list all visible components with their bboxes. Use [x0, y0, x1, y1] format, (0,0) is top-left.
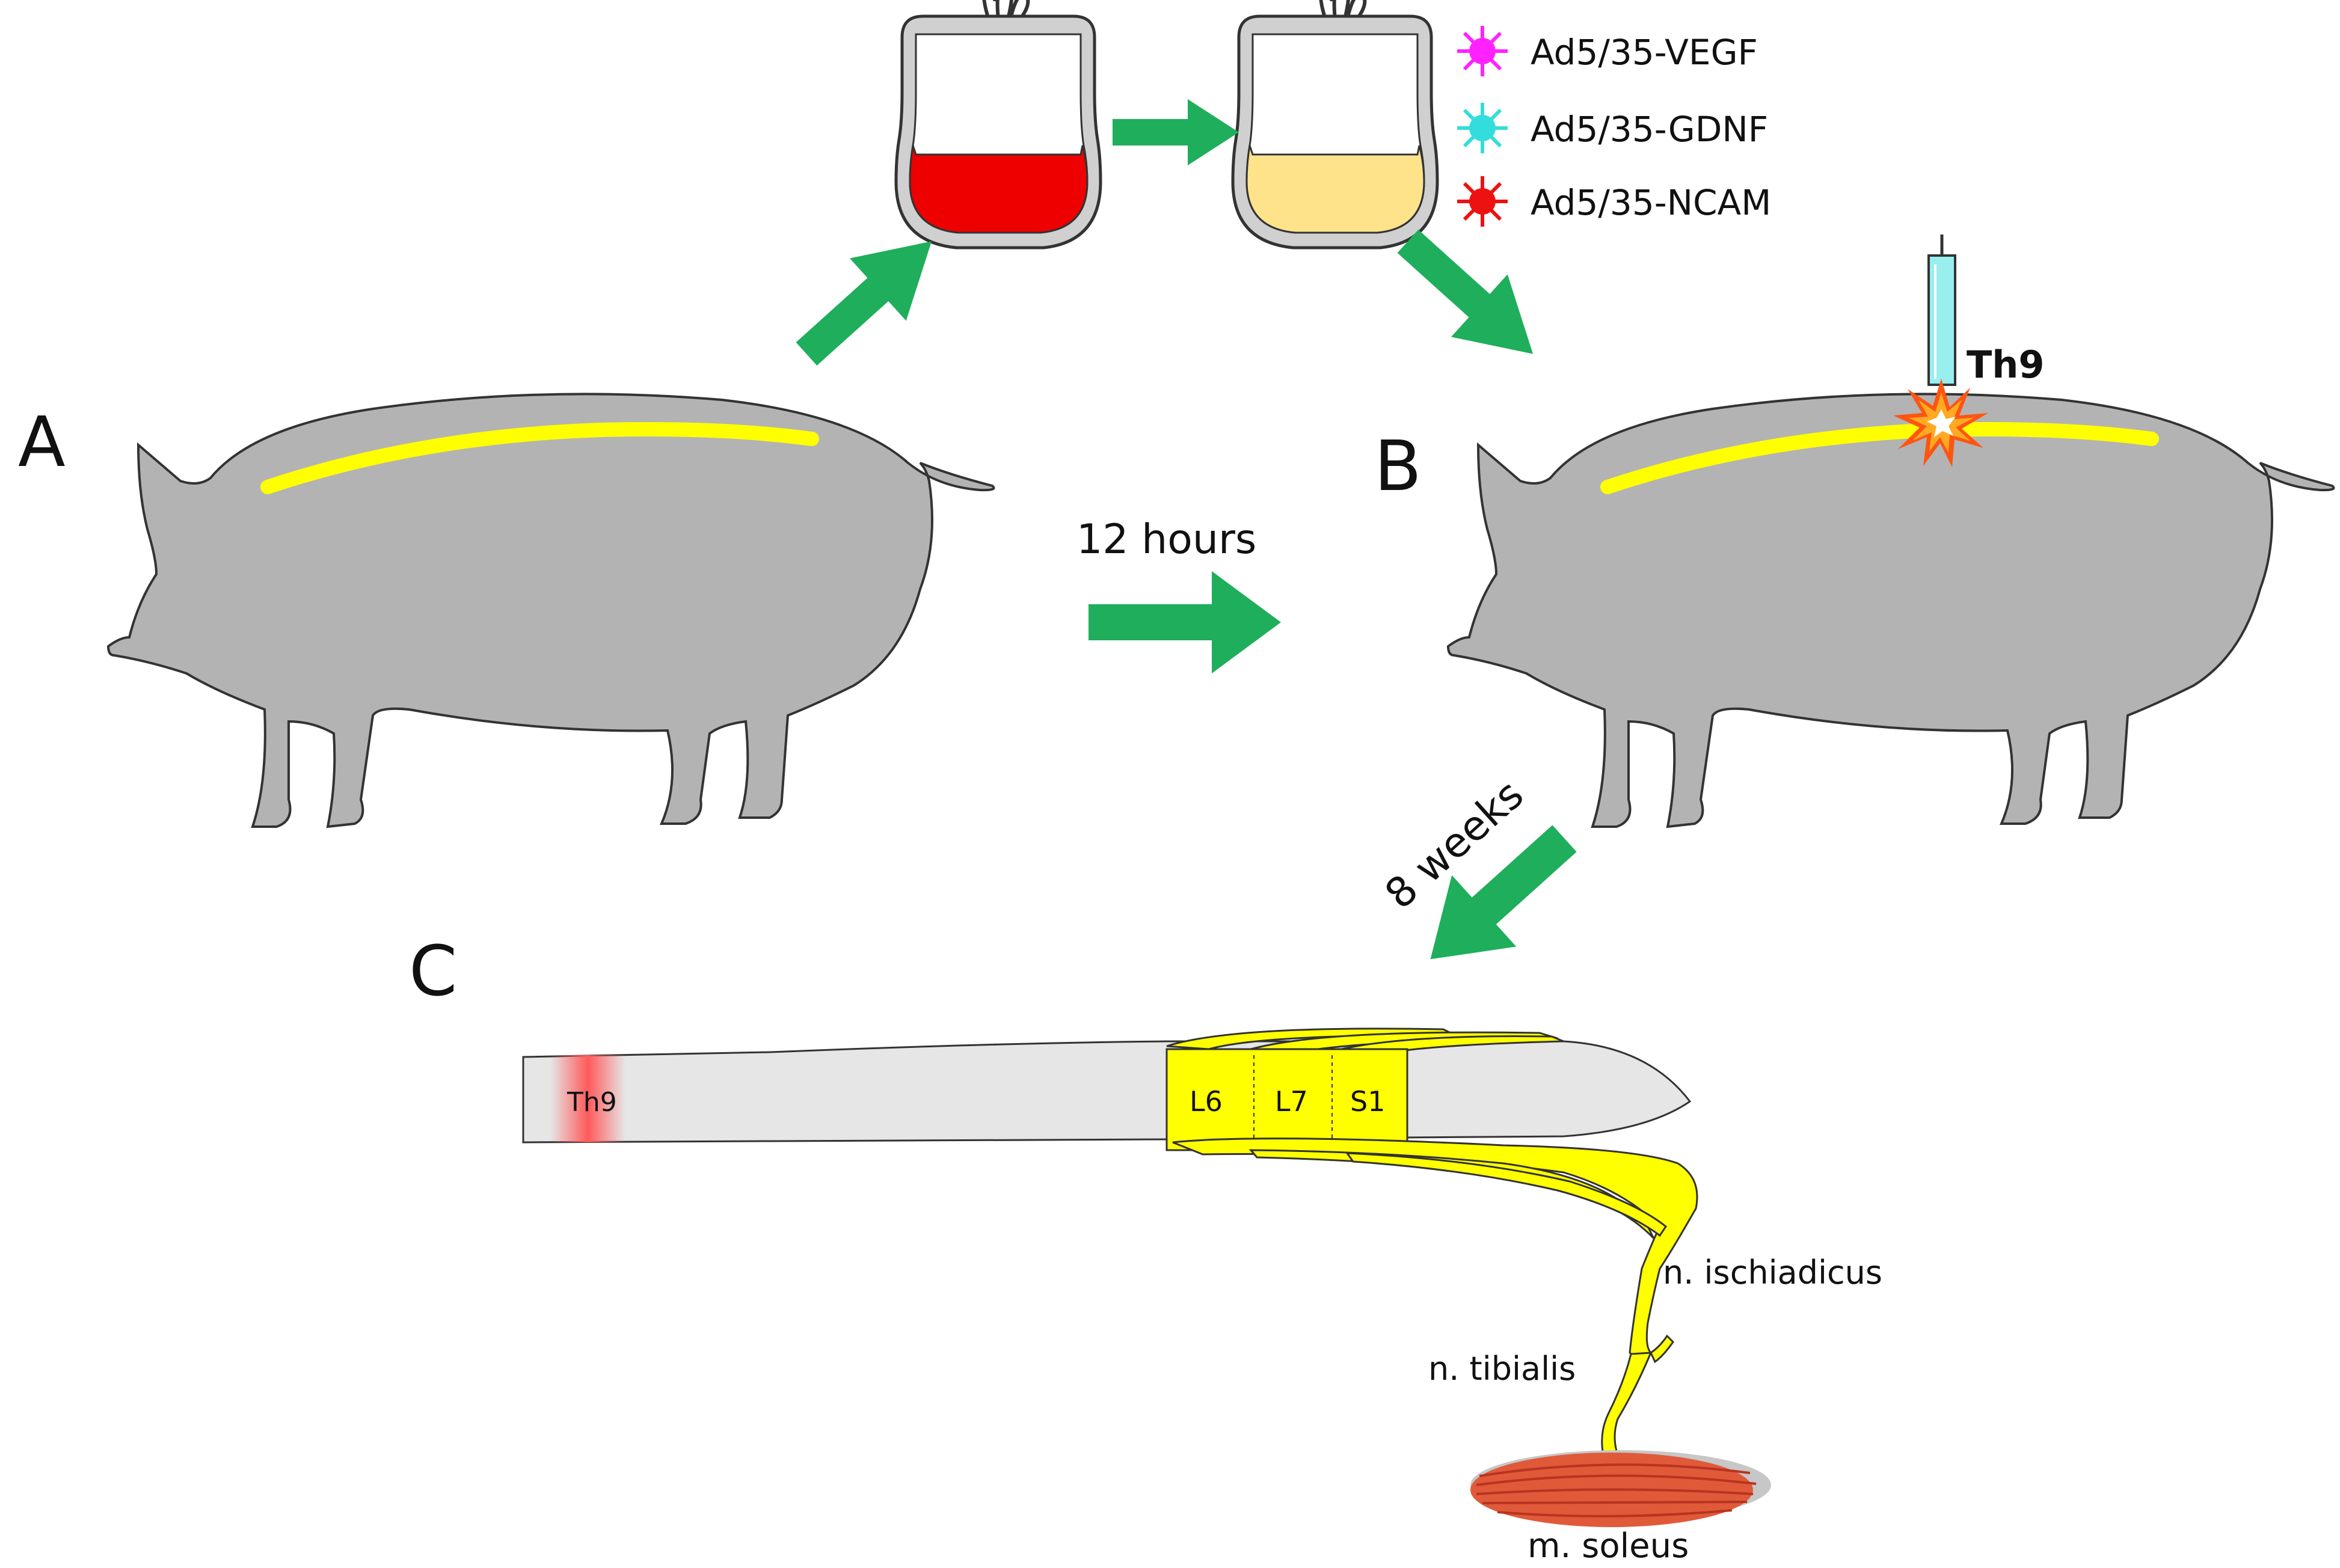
arrow-8-weeks-icon — [1430, 825, 1577, 960]
lesion-burst-icon — [1893, 379, 1988, 467]
soleus-muscle — [1470, 1450, 1771, 1527]
spinal-cord-diagram: Th9 L6 L7 S1 n. ischiadicus n. tibialis — [522, 1027, 1882, 1566]
virus-vegf-icon — [1457, 26, 1508, 76]
virus-gdnf-icon — [1457, 103, 1508, 153]
panel-label-a: A — [18, 402, 66, 483]
legend-item-ncam: Ad5/35-NCAM — [1457, 176, 1771, 227]
legend-label-vegf: Ad5/35-VEGF — [1531, 32, 1758, 73]
legend: Ad5/35-VEGF Ad5/35-GDNF Ad5/35-NCAM — [1457, 26, 1771, 227]
plasma-bag-icon — [1233, 0, 1437, 248]
segment-l7: L7 — [1275, 1085, 1308, 1118]
arrow-to-blood-bag-icon — [796, 241, 932, 366]
nerve-label-tibialis: n. tibialis — [1428, 1350, 1576, 1388]
injector-icon — [1927, 234, 1956, 409]
legend-label-gdnf: Ad5/35-GDNF — [1531, 109, 1768, 150]
blood-bag-icon — [896, 0, 1101, 248]
pig-a — [107, 393, 995, 828]
panel-label-b: B — [1374, 426, 1422, 507]
arrow-to-pig-b-icon — [1397, 229, 1534, 354]
legend-label-ncam: Ad5/35-NCAM — [1531, 182, 1771, 223]
muscle-label: m. soleus — [1528, 1527, 1689, 1566]
interval-12-hours: 12 hours — [1076, 516, 1256, 563]
lesion-zone — [550, 1055, 625, 1142]
nerve-label-ischiadicus: n. ischiadicus — [1663, 1254, 1882, 1291]
segment-s1: S1 — [1350, 1085, 1385, 1118]
segment-l6: L6 — [1190, 1085, 1223, 1118]
virus-ncam-icon — [1457, 176, 1508, 227]
spinal-cord-a — [260, 422, 819, 494]
panel-label-c: C — [409, 931, 457, 1012]
injection-site-label: Th9 — [1967, 343, 2045, 387]
lesion-label: Th9 — [567, 1087, 617, 1118]
legend-item-vegf: Ad5/35-VEGF — [1457, 26, 1758, 76]
sciatic-nerve — [1172, 1138, 1733, 1502]
lumbosacral-segments: L6 L7 S1 — [1165, 1048, 1408, 1151]
pig-b — [1447, 393, 2335, 828]
arrow-bag-to-bag-icon — [1113, 99, 1239, 165]
legend-item-gdnf: Ad5/35-GDNF — [1457, 103, 1768, 153]
arrow-12-hours-icon — [1089, 571, 1281, 673]
